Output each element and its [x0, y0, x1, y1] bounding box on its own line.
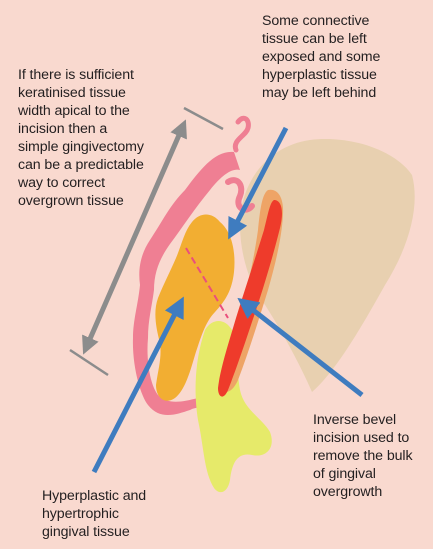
tissue-width-end-tick-bottom [70, 350, 108, 375]
tissue-width-end-tick-top [184, 108, 223, 129]
gingivectomy-note: If there is sufficient keratinised tissu… [18, 66, 183, 210]
gingiva-wavy-rim [235, 118, 248, 150]
connective-tissue-note: Some connective tissue can be left expos… [262, 12, 430, 102]
hyperplastic-tissue-note: Hyperplastic and hypertrophic gingival t… [42, 487, 192, 541]
inverse-bevel-note: Inverse bevel incision used to remove th… [313, 411, 431, 501]
